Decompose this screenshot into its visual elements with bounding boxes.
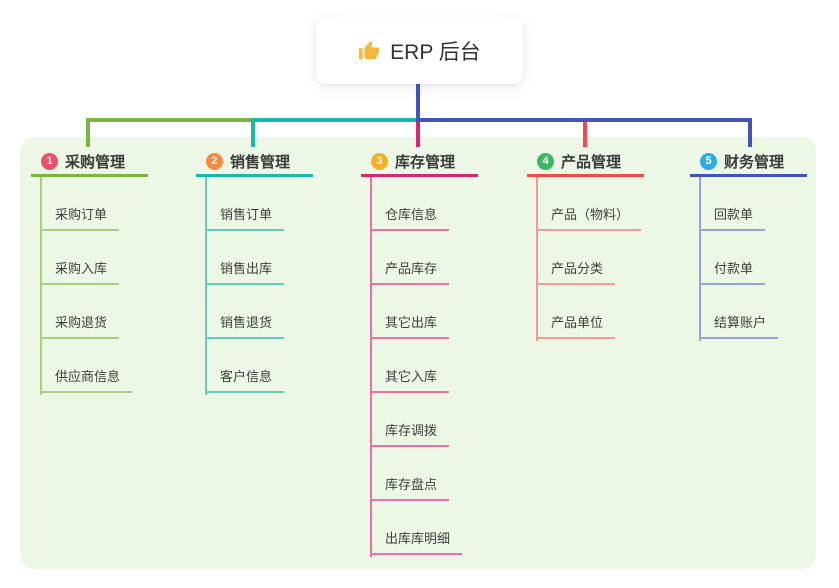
child-row: 销售订单 [205, 177, 313, 231]
branch-title: 产品管理 [561, 153, 622, 171]
branch-header[interactable]: 3 库存管理 [361, 148, 478, 177]
child-node[interactable]: 结算账户 [699, 314, 779, 339]
child-node[interactable]: 销售退货 [205, 314, 285, 339]
branch-title: 库存管理 [395, 153, 456, 171]
child-row: 其它入库 [370, 339, 478, 393]
branch-number-badge: 2 [206, 152, 223, 170]
child-row: 客户信息 [205, 339, 313, 393]
child-node[interactable]: 库存调拨 [370, 422, 450, 447]
branch-drop-line [416, 120, 420, 147]
child-row: 供应商信息 [40, 339, 148, 393]
child-row: 采购退货 [40, 285, 148, 339]
child-node[interactable]: 供应商信息 [40, 368, 133, 393]
branch-column-4: 4 产品管理 产品（物料） 产品分类产品单位 [527, 148, 644, 341]
branch-header[interactable]: 1 采购管理 [31, 148, 148, 177]
branch-title: 销售管理 [230, 153, 291, 171]
branch-drop-line [748, 120, 752, 147]
child-row: 销售出库 [205, 231, 313, 285]
child-row: 库存调拨 [370, 393, 478, 447]
child-row: 库存盘点 [370, 447, 478, 501]
child-row: 产品库存 [370, 231, 478, 285]
branch-drop-line [86, 120, 90, 147]
child-node[interactable]: 销售出库 [205, 260, 285, 285]
child-row: 结算账户 [699, 285, 807, 339]
child-row: 其它出库 [370, 285, 478, 339]
branch-children: 产品（物料） 产品分类产品单位 [536, 177, 644, 341]
child-row: 付款单 [699, 231, 807, 285]
child-node[interactable]: 其它出库 [370, 314, 450, 339]
branch-column-1: 1 采购管理 采购订单采购入库采购退货供应商信息 [31, 148, 148, 395]
child-row: 采购入库 [40, 231, 148, 285]
child-row: 产品（物料） [536, 177, 644, 231]
child-row: 回款单 [699, 177, 807, 231]
branch-children: 仓库信息产品库存其它出库其它入库库存调拨库存盘点出库库明细 [370, 177, 478, 557]
child-node[interactable]: 采购入库 [40, 260, 120, 285]
group-background [20, 137, 816, 569]
child-node[interactable]: 客户信息 [205, 368, 285, 393]
branch-header[interactable]: 2 销售管理 [196, 148, 313, 177]
branch-header[interactable]: 5 财务管理 [690, 148, 807, 177]
child-node[interactable]: 销售订单 [205, 206, 285, 231]
branch-title: 采购管理 [65, 153, 126, 171]
branch-number-badge: 4 [537, 152, 554, 170]
branch-column-3: 3 库存管理 仓库信息产品库存其它出库其它入库库存调拨库存盘点出库库明细 [361, 148, 478, 557]
branch-drop-line [251, 120, 255, 147]
connector-stem [416, 84, 420, 122]
root-title: ERP 后台 [390, 41, 481, 64]
child-node[interactable]: 其它入库 [370, 368, 450, 393]
child-node[interactable]: 产品分类 [536, 260, 616, 285]
child-node[interactable]: 采购订单 [40, 206, 120, 231]
branch-number-badge: 1 [41, 152, 58, 170]
child-row: 采购订单 [40, 177, 148, 231]
child-row: 销售退货 [205, 285, 313, 339]
child-node[interactable]: 库存盘点 [370, 476, 450, 501]
branch-number-badge: 5 [700, 152, 717, 170]
branch-number-badge: 3 [371, 152, 388, 170]
child-node[interactable]: 出库库明细 [370, 530, 463, 555]
thumbs-up-icon [358, 40, 380, 62]
child-row: 仓库信息 [370, 177, 478, 231]
branch-column-5: 5 财务管理 回款单付款单结算账户 [690, 148, 807, 341]
child-row: 出库库明细 [370, 501, 478, 555]
child-node[interactable]: 付款单 [699, 260, 766, 285]
child-connector-line [536, 177, 538, 341]
child-row: 产品单位 [536, 285, 644, 339]
branch-header[interactable]: 4 产品管理 [527, 148, 644, 177]
child-connector-line [40, 177, 42, 395]
child-connector-line [699, 177, 701, 341]
child-row: 产品分类 [536, 231, 644, 285]
child-node[interactable]: 采购退货 [40, 314, 120, 339]
branch-elbow-line [416, 118, 752, 122]
child-connector-line [205, 177, 207, 395]
child-connector-line [370, 177, 372, 557]
branch-children: 回款单付款单结算账户 [699, 177, 807, 341]
child-node[interactable]: 产品库存 [370, 260, 450, 285]
child-node[interactable]: 仓库信息 [370, 206, 450, 231]
child-node[interactable]: 回款单 [699, 206, 766, 231]
branch-children: 销售订单销售出库销售退货客户信息 [205, 177, 313, 395]
branch-children: 采购订单采购入库采购退货供应商信息 [40, 177, 148, 395]
child-node[interactable]: 产品（物料） [536, 206, 642, 231]
branch-drop-line [583, 120, 587, 147]
branch-title: 财务管理 [724, 153, 785, 171]
child-node[interactable]: 产品单位 [536, 314, 616, 339]
root-node[interactable]: ERP 后台 [316, 18, 523, 84]
branch-column-2: 2 销售管理 销售订单销售出库销售退货客户信息 [196, 148, 313, 395]
branch-elbow-line [251, 118, 420, 122]
